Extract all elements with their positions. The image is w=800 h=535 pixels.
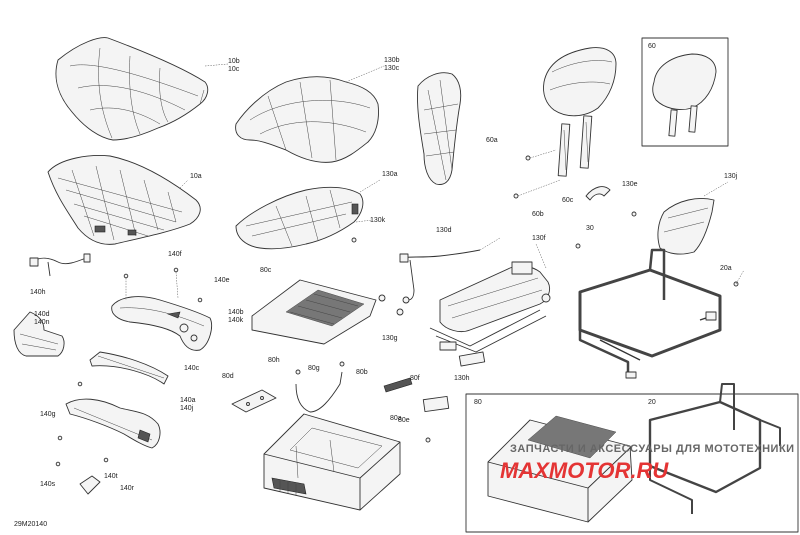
label-130j: 130j [724,173,738,180]
label-sticker-130h [458,351,486,367]
backrest-frame [235,186,364,250]
label-10c: 10c [228,66,240,73]
label-80a: 80a [390,415,402,422]
seat-rail-mechanism [378,261,551,353]
label-60: 60 [648,43,656,50]
label-60c: 60c [562,197,574,204]
small-bracket [79,475,101,495]
label-140n: 140n [34,319,50,326]
label-30: 30 [586,225,594,232]
label-80c: 80c [260,267,272,274]
armrest-bottom [65,398,161,449]
armrest-lower-bar [89,351,169,385]
backrest-side-panel [417,72,462,185]
assembly-inset [465,383,799,533]
seat-cushion-cover [55,37,209,141]
label-140e: 140e [214,277,230,284]
label-140a: 140a [180,397,196,404]
sticker-80f [422,395,450,413]
label-140h: 140h [30,289,46,296]
label-140f: 140f [168,251,182,258]
label-80h: 80h [268,357,280,364]
label-140b: 140b [228,309,244,316]
label-140r: 140r [120,485,135,492]
label-10a: 10a [190,173,202,180]
label-80b: 80b [356,369,368,376]
side-bolster-left [13,311,65,357]
label-140d: 140d [34,311,50,318]
label-20a: 20a [720,265,732,272]
backrest-foam [235,76,379,163]
label-130h: 130h [454,375,470,382]
armrest-frame [111,296,212,351]
callout-labels: 10b 10c 10a 130b 130c 130a 130k 130d 130… [14,43,738,528]
label-80: 80 [474,399,482,406]
label-140c: 140c [184,365,200,372]
label-10b: 10b [228,58,240,65]
label-20: 20 [648,399,656,406]
label-130e: 130e [622,181,638,188]
label-140s: 140s [40,481,56,488]
label-130d: 130d [436,227,452,234]
label-140t: 140t [104,473,118,480]
clip-130e [585,186,637,217]
fasteners-left [55,267,203,467]
label-80f: 80f [410,375,420,382]
cable-80g [295,361,431,443]
headrest-posts [513,115,593,199]
label-130g: 130g [382,335,398,342]
label-140j: 140j [180,405,194,412]
rear-cover-panel [657,198,715,255]
latch-80b [383,377,413,393]
seat-frame-tubular [575,243,739,379]
headrest-inset [641,37,729,147]
headrest-cushion [543,47,617,117]
release-cable [399,249,481,304]
diagram-id: 29M20140 [14,521,47,528]
seat-base-pan [47,155,201,245]
label-80g: 80g [308,365,320,372]
bracket-80d [231,389,277,413]
watermark-logo: MAXMOTOR.RU [500,458,669,483]
watermark-banner: ЗАПЧАСТИ И АКСЕССУАРЫ ДЛЯ МОТОТЕХНИКИ [510,443,795,455]
leader-lines [179,63,745,285]
label-130b: 130b [384,57,400,64]
storage-lid [251,279,377,345]
label-130c: 130c [384,65,400,72]
label-140g: 140g [40,411,56,418]
label-130k: 130k [370,217,386,224]
storage-bin [263,413,401,511]
watermark: ЗАПЧАСТИ И АКСЕССУАРЫ ДЛЯ МОТОТЕХНИКИ MA… [500,443,795,483]
label-130f: 130f [532,235,546,242]
wire-harness [29,253,91,277]
label-80d: 80d [222,373,234,380]
label-60b: 60b [532,211,544,218]
label-60a: 60a [486,137,498,144]
label-130a: 130a [382,171,398,178]
label-80e: 80e [398,417,410,424]
label-140k: 140k [228,317,244,324]
